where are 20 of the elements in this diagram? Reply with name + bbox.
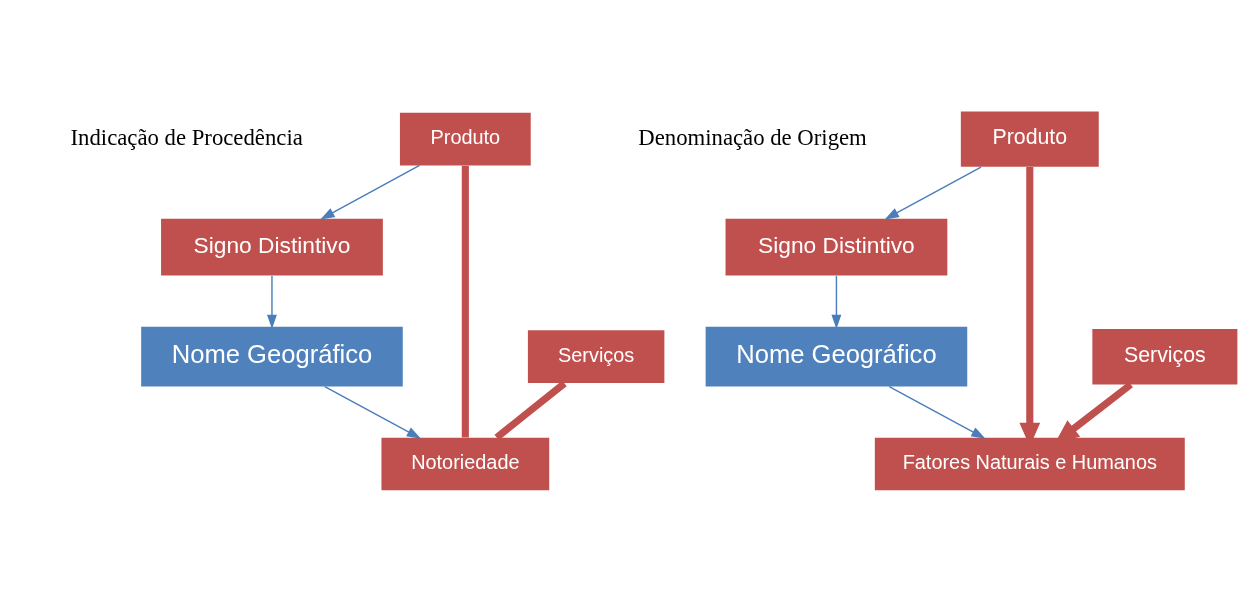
node-box: Produto xyxy=(960,111,1099,167)
node-box: Notoriedade xyxy=(381,437,550,491)
arrow xyxy=(831,275,842,329)
node-box: Fatores Naturais e Humanos xyxy=(874,437,1185,491)
node-box: Signo Distintivo xyxy=(161,218,383,276)
label: Indicação de Procedência xyxy=(70,124,303,150)
arrow xyxy=(320,164,421,220)
arrow xyxy=(884,166,982,220)
arrow xyxy=(888,385,986,439)
node-box: Serviços xyxy=(1092,328,1238,385)
node-box: Signo Distintivo xyxy=(725,218,948,276)
node-box: Nome Geográfico xyxy=(141,326,403,387)
arrow xyxy=(267,275,277,329)
node-box: Nome Geográfico xyxy=(705,326,968,387)
node-box: Produto xyxy=(399,112,531,166)
label: Denominação de Origem xyxy=(638,124,867,150)
connector xyxy=(461,165,469,438)
connector xyxy=(494,380,567,441)
node-box: Serviços xyxy=(527,330,665,383)
arrow xyxy=(324,385,422,439)
